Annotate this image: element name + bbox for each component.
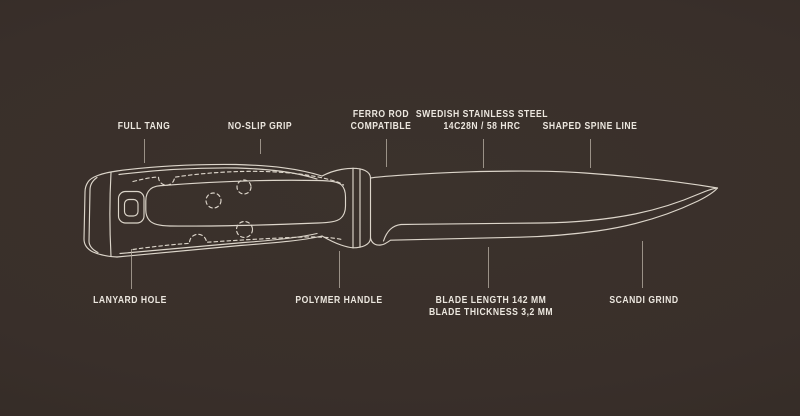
knife-blade — [369, 170, 719, 246]
callout-label: 14C28N / 58 HRC — [443, 121, 521, 132]
blade-spine — [369, 170, 719, 189]
handle-bottom-chamfer — [119, 232, 318, 255]
knife-handle — [83, 163, 372, 258]
pommel-contour — [88, 176, 99, 254]
blade-edge — [369, 187, 719, 246]
grip-dash-bottom — [132, 233, 343, 251]
grip-panel — [145, 179, 347, 227]
leader-scandi-grind — [642, 241, 643, 288]
leader-steel — [483, 139, 484, 168]
callout-lanyard-hole: LANYARD HOLE — [93, 295, 167, 307]
callout-label: SCANDI GRIND — [609, 295, 679, 306]
callout-label: POLYMER HANDLE — [295, 295, 383, 306]
callout-label: BLADE THICKNESS 3,2 MM — [428, 307, 554, 318]
neck-top — [321, 167, 354, 177]
neck-bottom — [321, 235, 354, 249]
pommel-outline — [83, 170, 118, 258]
lanyard-hole-outer — [117, 190, 145, 224]
bolster-top — [352, 167, 372, 179]
grip-dashed-lines — [132, 170, 345, 251]
handle-top-outline — [116, 163, 323, 177]
grip-dash-top — [132, 170, 345, 186]
leader-polymer-handle — [339, 251, 340, 288]
callout-label: FULL TANG — [117, 121, 171, 132]
callout-label: SWEDISH STAINLESS STEEL — [415, 109, 549, 120]
leader-spine-line — [590, 139, 591, 168]
handle-bottom-outline — [116, 235, 323, 258]
callout-scandi-grind: SCANDI GRIND — [609, 295, 678, 307]
callout-label: SHAPED SPINE LINE — [542, 121, 638, 132]
callout-label: COMPATIBLE — [350, 121, 412, 132]
leader-full-tang — [144, 139, 145, 163]
callout-full-tang: FULL TANG — [118, 121, 171, 133]
pommel-divider — [109, 171, 112, 257]
callout-label: NO-SLIP GRIP — [227, 121, 293, 132]
blade-grind-line — [382, 187, 717, 242]
grip-dot-center — [205, 192, 222, 209]
lanyard-hole-inner — [123, 198, 139, 217]
callout-ferro-rod: FERRO ROD COMPATIBLE — [351, 109, 412, 133]
grip-dot-bottom — [235, 220, 254, 239]
leader-no-slip-grip — [260, 139, 261, 154]
callout-blade-specs: BLADE LENGTH 142 MM BLADE THICKNESS 3,2 … — [429, 295, 553, 319]
callout-polymer-handle: POLYMER HANDLE — [295, 295, 382, 307]
leader-ferro-rod — [386, 139, 387, 167]
callout-label: BLADE LENGTH 142 MM — [435, 295, 547, 306]
callout-steel: SWEDISH STAINLESS STEEL 14C28N / 58 HRC — [416, 109, 548, 133]
bolster-bottom — [352, 237, 372, 249]
callout-spine-line: SHAPED SPINE LINE — [543, 121, 638, 133]
grip-dot-top — [236, 179, 252, 195]
handle-top-chamfer — [118, 167, 318, 180]
callout-label: LANYARD HOLE — [93, 295, 167, 306]
callout-no-slip-grip: NO-SLIP GRIP — [228, 121, 292, 133]
leader-lanyard-hole — [131, 249, 132, 289]
leader-blade-specs — [488, 247, 489, 288]
callout-label: FERRO ROD — [352, 109, 410, 120]
